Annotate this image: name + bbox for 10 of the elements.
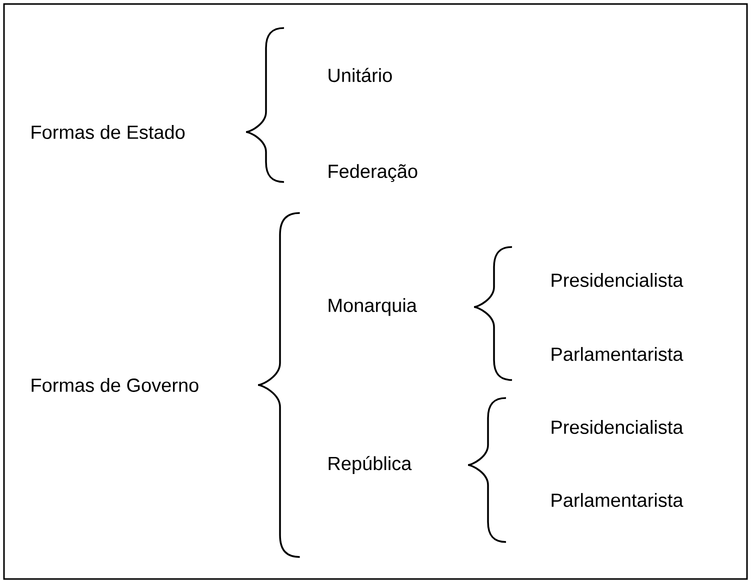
label-text: República <box>328 456 412 474</box>
label-text: Presidencialista <box>552 273 684 287</box>
label-text: Unitário <box>328 68 392 82</box>
label-text: Parlamentarista <box>552 493 684 507</box>
label-text: Presidencialista <box>552 420 684 434</box>
label-text: Federação <box>328 164 418 182</box>
label-text: Formas de Estado <box>32 125 185 139</box>
label-text: Formas de Governo <box>32 378 198 392</box>
label-text: Monarquia <box>328 298 417 316</box>
label-text: Parlamentarista <box>552 347 684 361</box>
